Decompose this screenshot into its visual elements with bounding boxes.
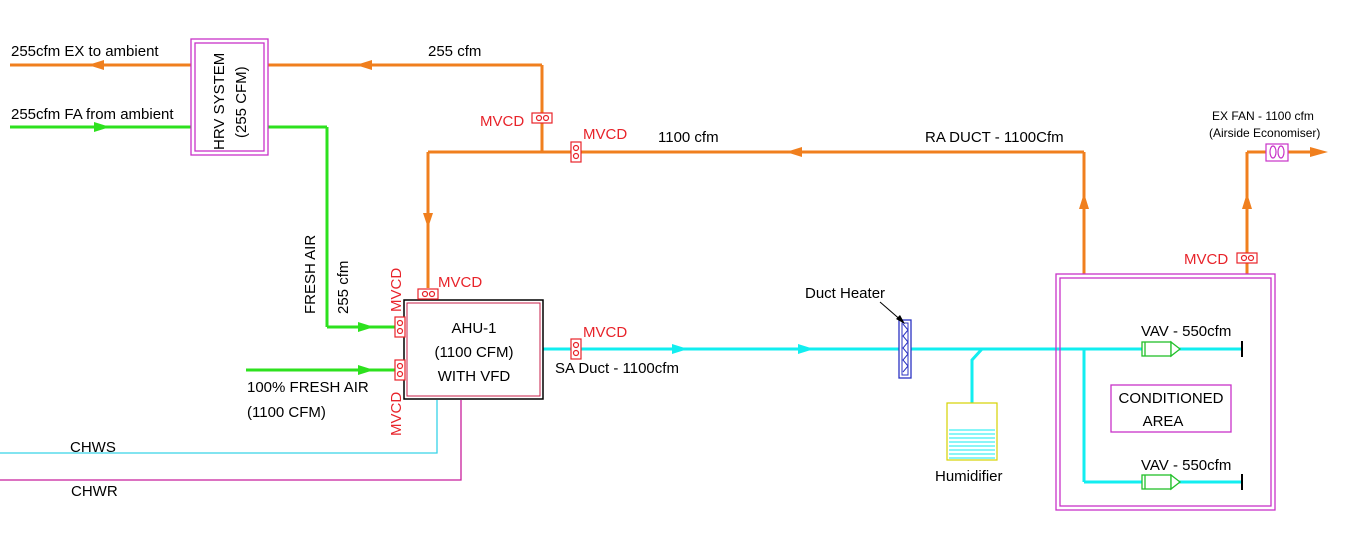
conditioned-area-line2: AREA <box>1143 413 1184 430</box>
vav-upper-label: VAV - 550cfm <box>1141 323 1231 340</box>
exhaust-fan-up-arrow <box>1242 193 1252 209</box>
dampers <box>394 112 1258 381</box>
chwr-label: CHWR <box>71 483 118 500</box>
supply-arrow-2 <box>798 344 814 354</box>
conditioned-area-line1: CONDITIONED <box>1119 390 1224 407</box>
humidifier-label: Humidifier <box>935 468 1003 485</box>
return-air-arrow <box>786 147 802 157</box>
damper-exhaust-fan <box>1236 252 1258 264</box>
damper-hrv-return <box>531 112 553 124</box>
ex-to-ambient-label: 255cfm EX to ambient <box>11 43 159 60</box>
vav-box-lower <box>1141 473 1182 491</box>
damper-supply <box>570 338 582 360</box>
humidifier-feed-pipe <box>970 347 984 413</box>
exhaust-arrow <box>88 60 104 70</box>
fresh-air-in-arrow <box>94 122 110 132</box>
fa-from-ambient-label: 255cfm FA from ambient <box>11 106 174 123</box>
damper-ahu-fresh-air <box>394 316 406 338</box>
chwr-pipe <box>0 400 462 481</box>
full-fresh-air-label-line1: 100% FRESH AIR <box>247 379 369 396</box>
hrv-label-line2: (255 CFM) <box>233 66 250 138</box>
mvcd-label-exhaust-fan: MVCD <box>1184 251 1228 268</box>
mvcd-label-hrv-return: MVCD <box>480 113 524 130</box>
ahu-label-line2: (1100 CFM) <box>435 344 514 361</box>
fresh-air-arrows <box>94 122 374 375</box>
fresh-air-flow-vertical-label: 255 cfm <box>335 261 352 314</box>
ahu-return-arrow <box>423 213 433 228</box>
chws-pipe <box>0 400 438 454</box>
mvcd-label-ahu-return: MVCD <box>438 274 482 291</box>
full-fresh-air-label-line2: (1100 CFM) <box>247 404 326 421</box>
exhaust-fan <box>1265 143 1289 162</box>
fresh-air-vertical-label: FRESH AIR <box>302 235 319 314</box>
mvcd-label-ahu-fresh-air: MVCD <box>388 268 405 312</box>
mvcd-label-return-main: MVCD <box>583 126 627 143</box>
hrv-return-flow-label: 255 cfm <box>428 43 481 60</box>
vav-lower-label: VAV - 550cfm <box>1141 457 1231 474</box>
damper-ahu-full-fresh-air <box>394 359 406 381</box>
ahu-label-line3: WITH VFD <box>438 368 511 385</box>
full-fresh-air-arrow <box>358 365 374 375</box>
hrv-return-arrow <box>356 60 372 70</box>
conditioned-area-box: CONDITIONED AREA <box>1110 384 1232 433</box>
fresh-air-ducts <box>10 125 395 372</box>
damper-ahu-return <box>417 288 439 300</box>
ra-flow-label: 1100 cfm <box>658 129 719 146</box>
damper-return-main <box>570 141 582 163</box>
mvcd-label-ahu-full-fresh-air: MVCD <box>388 392 405 436</box>
duct-heater-leader-head <box>896 315 905 324</box>
ex-fan-label-line2: (Airside Economiser) <box>1209 126 1320 140</box>
conditioned-room <box>1055 273 1276 511</box>
return-air-arrows <box>88 60 1328 228</box>
hrv-label-line1: HRV SYSTEM <box>211 53 228 150</box>
ahu-unit: AHU-1 (1100 CFM) WITH VFD <box>403 299 544 400</box>
exhaust-fan-outlet-arrow <box>1310 147 1328 157</box>
mvcd-label-supply: MVCD <box>583 324 627 341</box>
humidifier <box>946 402 998 461</box>
sa-duct-label: SA Duct - 1100cfm <box>555 360 679 377</box>
hrv-unit: HRV SYSTEM (255 CFM) <box>190 38 269 156</box>
duct-heater <box>879 301 912 379</box>
duct-heater-label: Duct Heater <box>805 285 885 302</box>
supply-arrow-1 <box>672 344 688 354</box>
vav-box-upper <box>1141 340 1182 358</box>
supply-air-arrows <box>672 344 814 354</box>
ahu-label-line1: AHU-1 <box>451 320 496 337</box>
fresh-air-ahu-arrow <box>358 322 374 332</box>
area-return-arrow <box>1079 193 1089 209</box>
ex-fan-label-line1: EX FAN - 1100 cfm <box>1212 109 1314 123</box>
ra-duct-label: RA DUCT - 1100Cfm <box>925 129 1064 146</box>
chws-label: CHWS <box>70 439 116 456</box>
